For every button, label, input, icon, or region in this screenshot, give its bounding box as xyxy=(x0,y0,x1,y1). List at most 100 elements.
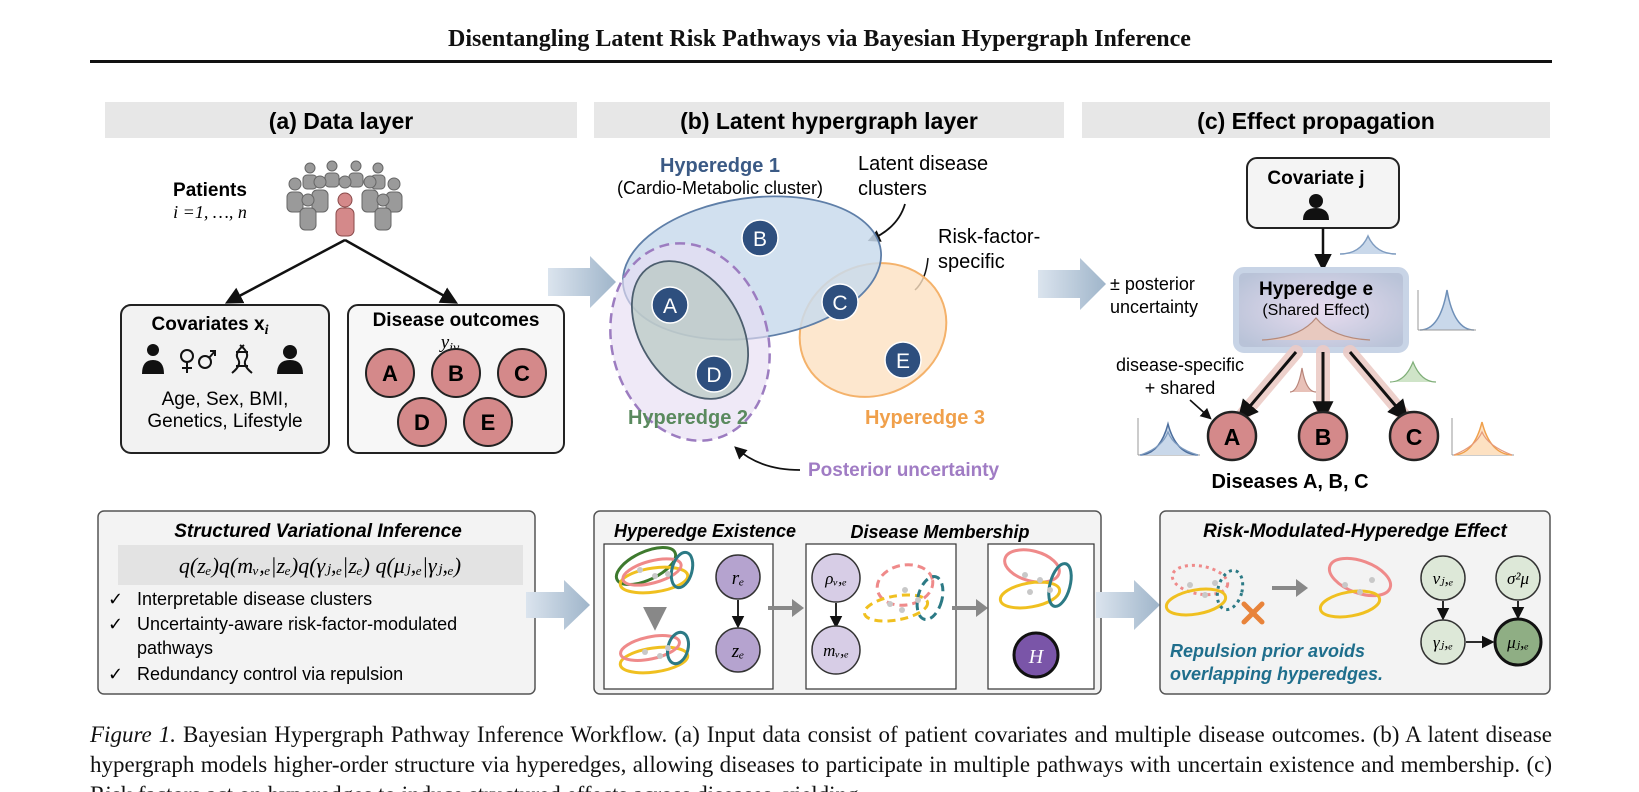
covariate-density-icon xyxy=(1339,234,1397,255)
svg-text:E: E xyxy=(481,410,496,435)
hyperedge-1-subtitle: (Cardio-Metabolic cluster) xyxy=(617,178,823,198)
svg-text:γⱼ,ₑ: γⱼ,ₑ xyxy=(1433,633,1453,652)
posterior-uncertainty-label: Posterior uncertainty xyxy=(808,460,1000,481)
small-density-red-icon xyxy=(1289,367,1317,393)
risk-factor-label-2: specific xyxy=(938,251,1005,273)
outcome-node-A: A xyxy=(365,348,415,398)
posterior-uncertainty-c: ± posterior xyxy=(1110,274,1195,294)
svg-text:✓: ✓ xyxy=(108,614,123,634)
panel-b-heading: (b) Latent hypergraph layer xyxy=(594,102,1064,138)
covariate-j-box: Covariate j xyxy=(1246,157,1400,229)
covariates-box: Covariates xi Age, Sex, BMI, Genetics, L… xyxy=(120,304,330,454)
patient-crowd-icon xyxy=(286,160,403,237)
svg-text:D: D xyxy=(706,364,721,387)
node-H: H xyxy=(1012,631,1060,679)
figure-1: (a) Data layer (b) Latent hypergraph lay… xyxy=(97,102,1551,695)
caption-label: Figure 1. xyxy=(90,722,176,747)
svg-text:A: A xyxy=(663,295,677,318)
svg-text:✓: ✓ xyxy=(108,589,123,609)
svi-box: Structured Variational Inference q(zₑ)q(… xyxy=(97,510,536,695)
person-icon xyxy=(277,345,303,374)
svg-text:mᵥ,ₑ: mᵥ,ₑ xyxy=(823,641,849,660)
patients-label: Patients xyxy=(173,180,247,201)
svg-text:A: A xyxy=(1224,424,1241,450)
svg-text:Risk-Modulated-Hyperedge Effec: Risk-Modulated-Hyperedge Effect xyxy=(1203,521,1507,542)
latent-clusters-label-2: clusters xyxy=(858,178,927,200)
node-z-e: zₑ xyxy=(715,627,761,673)
svg-text:E: E xyxy=(896,350,910,373)
svg-text:Disease Membership: Disease Membership xyxy=(850,522,1029,542)
svg-text:Age, Sex, BMI,: Age, Sex, BMI, xyxy=(162,389,289,410)
gender-icon xyxy=(180,349,216,373)
disease-specific-label: disease-specific xyxy=(1116,355,1244,375)
node-sigma: σ²μ xyxy=(1495,555,1541,601)
svg-text:B: B xyxy=(753,228,767,251)
svg-text:B: B xyxy=(448,361,464,386)
svg-text:Uncertainty-aware risk-factor-: Uncertainty-aware risk-factor-modulated xyxy=(137,614,457,634)
figure-caption: Figure 1. Bayesian Hypergraph Pathway In… xyxy=(90,720,1552,792)
svg-text:B: B xyxy=(1315,424,1332,450)
svg-text:(c) Effect propagation: (c) Effect propagation xyxy=(1197,108,1435,134)
node-rho: ρᵥ,ₑ xyxy=(811,553,861,603)
svg-text:C: C xyxy=(1406,424,1423,450)
svg-text:(b) Latent hypergraph layer: (b) Latent hypergraph layer xyxy=(680,108,978,134)
svg-text:✓: ✓ xyxy=(108,664,123,684)
patients-index: i =1, …, n xyxy=(173,202,247,222)
svg-text:Covariate j: Covariate j xyxy=(1267,168,1364,189)
svg-text:rₑ: rₑ xyxy=(732,568,744,589)
effect-node-A: A xyxy=(1206,410,1258,462)
covariate-person-icon xyxy=(1303,194,1329,220)
svg-text:Interpretable disease clusters: Interpretable disease clusters xyxy=(137,589,372,609)
effect-node-C: C xyxy=(1388,410,1440,462)
hyperedge-3-title: Hyperedge 3 xyxy=(865,407,985,429)
svg-text:Covariates xi: Covariates xi xyxy=(152,314,269,338)
svg-text:(Shared Effect): (Shared Effect) xyxy=(1262,302,1369,319)
outcome-node-C: C xyxy=(497,348,547,398)
hyperedge-2-title: Hyperedge 2 xyxy=(628,407,748,429)
svg-text:zₑ: zₑ xyxy=(731,641,744,662)
svg-text:Genetics, Lifestyle: Genetics, Lifestyle xyxy=(147,411,302,432)
svg-text:Hyperedge e: Hyperedge e xyxy=(1259,279,1373,300)
svg-text:C: C xyxy=(832,292,847,315)
latent-node-D: D xyxy=(695,355,733,393)
node-m: mᵥ,ₑ xyxy=(811,625,861,675)
risk-factor-label: Risk-factor- xyxy=(938,226,1040,248)
panel-a-heading: (a) Data layer xyxy=(105,102,577,138)
svg-text:νⱼ,ₑ: νⱼ,ₑ xyxy=(1433,569,1454,588)
density-icon-A xyxy=(1137,418,1200,456)
hyperedge-1-title: Hyperedge 1 xyxy=(660,155,780,177)
small-density-green-icon xyxy=(1389,360,1437,383)
svg-text:Structured Variational Inferen: Structured Variational Inference xyxy=(174,521,462,542)
svg-text:μⱼ,ₑ: μⱼ,ₑ xyxy=(1506,633,1529,652)
svg-text:σ²μ: σ²μ xyxy=(1507,569,1529,588)
svg-text:H: H xyxy=(1028,646,1045,668)
node-gamma: γⱼ,ₑ xyxy=(1420,619,1466,665)
disease-specific-label-2: + shared xyxy=(1145,378,1216,398)
page-title: Disentangling Latent Risk Pathways via B… xyxy=(448,26,1191,52)
effect-node-B: B xyxy=(1297,410,1349,462)
arrow-a-to-b xyxy=(548,256,616,308)
rmhe-box: Risk-Modulated-Hyperedge Effect Repulsio… xyxy=(1159,510,1551,695)
dna-icon xyxy=(231,344,253,374)
arrow-svi-to-middle xyxy=(526,580,590,630)
outcome-node-D: D xyxy=(397,397,447,447)
svg-text:A: A xyxy=(382,361,398,386)
node-mu: μⱼ,ₑ xyxy=(1493,617,1543,667)
svg-text:Disease outcomes: Disease outcomes xyxy=(373,310,540,331)
density-icon-C xyxy=(1451,418,1514,456)
svg-text:Hyperedge Existence: Hyperedge Existence xyxy=(614,521,796,541)
arrow-b-to-c xyxy=(1038,258,1106,310)
latent-node-E: E xyxy=(884,341,922,379)
reject-x-icon xyxy=(1241,601,1265,625)
node-nu: νⱼ,ₑ xyxy=(1420,555,1466,601)
svg-text:Repulsion prior avoids: Repulsion prior avoids xyxy=(1170,641,1365,661)
hyperedge-e-box: Hyperedge e (Shared Effect) xyxy=(1233,267,1409,353)
svg-text:q(zₑ)q(mᵥ,ₑ|zₑ)q(γⱼ,ₑ|zₑ) q(μⱼ: q(zₑ)q(mᵥ,ₑ|zₑ)q(γⱼ,ₑ|zₑ) q(μⱼ,ₑ|γⱼ,ₑ) xyxy=(179,553,461,578)
posterior-uncertainty-c-2: uncertainty xyxy=(1110,297,1198,317)
svg-text:overlapping hyperedges.: overlapping hyperedges. xyxy=(1170,664,1383,684)
svg-text:pathways: pathways xyxy=(137,638,213,658)
latent-clusters-label: Latent disease xyxy=(858,153,988,175)
diseases-footer: Diseases A, B, C xyxy=(1211,471,1368,493)
latent-node-B: B xyxy=(741,219,779,257)
middle-inference-box: Hyperedge Existence Disease Membership r… xyxy=(593,510,1102,695)
